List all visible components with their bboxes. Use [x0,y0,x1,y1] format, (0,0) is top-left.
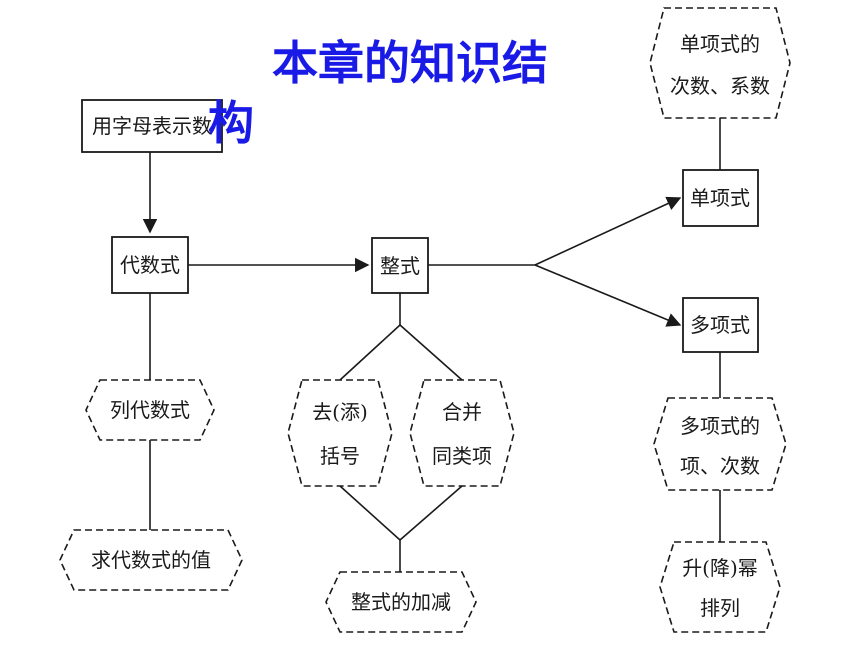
node-polynomial-props-line1: 多项式的 [680,414,760,438]
node-evaluate-expression-label: 求代数式的值 [91,548,211,572]
page-title-line1: 本章的知识结 [272,36,548,90]
node-remove-brackets-line2: 括号 [320,444,360,468]
node-algebraic-expression: 代数式 [111,236,189,294]
node-list-expression: 列代数式 [85,379,215,441]
node-integral-expression: 整式 [371,237,429,294]
node-polynomial-label: 多项式 [690,313,750,337]
node-monomial: 单项式 [682,169,759,227]
node-add-subtract-label: 整式的加减 [351,590,451,614]
node-monomial-props-line1: 单项式的 [680,32,760,56]
node-algebraic-expression-label: 代数式 [120,253,180,277]
node-monomial-props: 单项式的 次数、系数 [649,7,791,119]
node-combine-terms-line1: 合并 [442,400,482,424]
node-polynomial-props-line2: 项、次数 [680,454,760,478]
node-express-numbers-label: 用字母表示数 [92,114,212,138]
node-list-expression-label: 列代数式 [110,398,190,422]
edge-split-left [339,324,401,381]
page-title-line2: 构 [208,96,254,150]
node-ascending-descending: 升(降)幂 排列 [659,541,781,633]
node-remove-brackets-line1: 去(添) [312,400,368,424]
edge-fork-to-monomial [534,196,682,266]
edge-join-left [339,485,401,541]
edge-split-right [399,324,463,381]
node-combine-terms-line2: 同类项 [432,444,492,468]
node-ordering-line2: 排列 [700,596,740,620]
node-evaluate-expression: 求代数式的值 [59,529,243,591]
node-polynomial: 多项式 [682,297,759,353]
node-add-subtract: 整式的加减 [325,571,477,633]
node-express-numbers: 用字母表示数 [81,99,223,153]
node-integral-expression-label: 整式 [380,254,420,278]
node-combine-like-terms: 合并 同类项 [409,379,515,487]
node-monomial-props-line2: 次数、系数 [670,74,770,98]
edge-fork-to-polynomial [534,264,682,327]
edge-join-right [399,485,463,541]
node-remove-add-brackets: 去(添) 括号 [287,379,393,487]
connectors [142,118,721,572]
node-monomial-label: 单项式 [690,186,750,210]
node-ordering-line1: 升(降)幂 [682,556,758,580]
node-polynomial-props: 多项式的 项、次数 [653,397,787,491]
